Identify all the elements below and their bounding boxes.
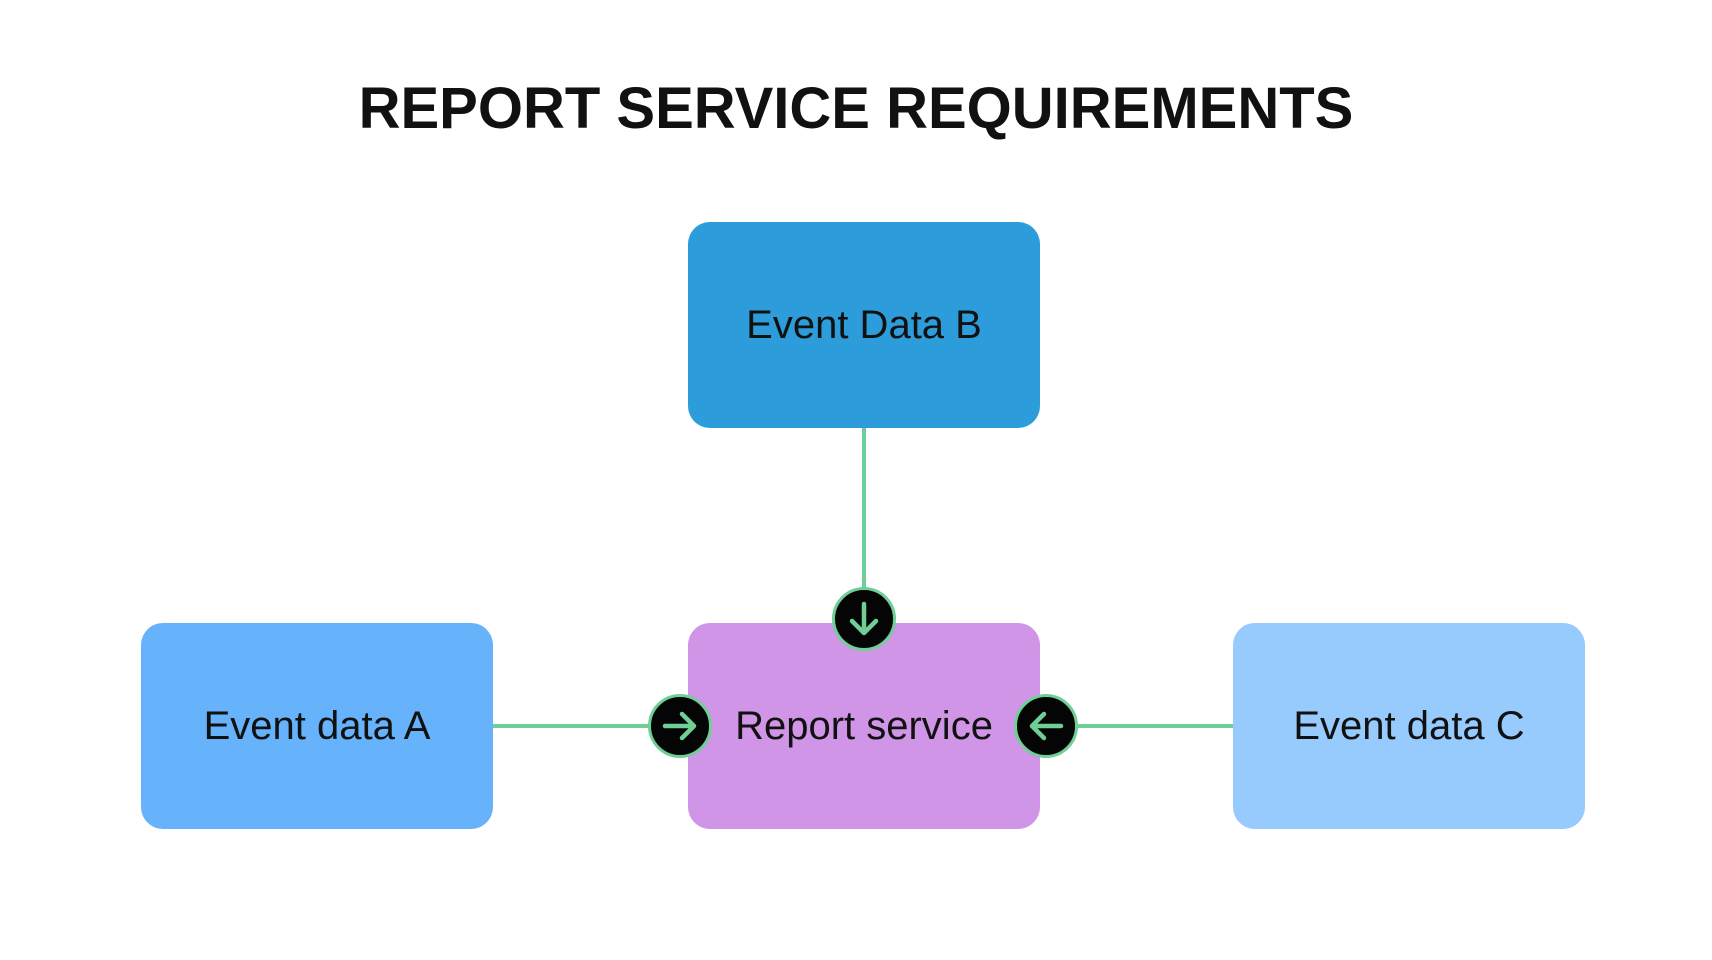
arrow-right-icon: [648, 694, 712, 758]
report-service-label: Report service: [735, 703, 993, 748]
event-data-a-box: Event data A: [141, 623, 493, 829]
event-data-c-label: Event data C: [1293, 703, 1525, 748]
event-data-b-box: Event Data B: [688, 222, 1040, 428]
diagram-title: REPORT SERVICE REQUIREMENTS: [358, 76, 1354, 141]
event-data-c-box: Event data C: [1233, 623, 1585, 829]
event-data-b-label: Event Data B: [746, 302, 982, 347]
event-data-a-label: Event data A: [203, 703, 431, 748]
report-service-box: Report service: [688, 623, 1040, 829]
arrow-down-icon: [832, 587, 896, 651]
arrow-left-icon: [1014, 694, 1078, 758]
